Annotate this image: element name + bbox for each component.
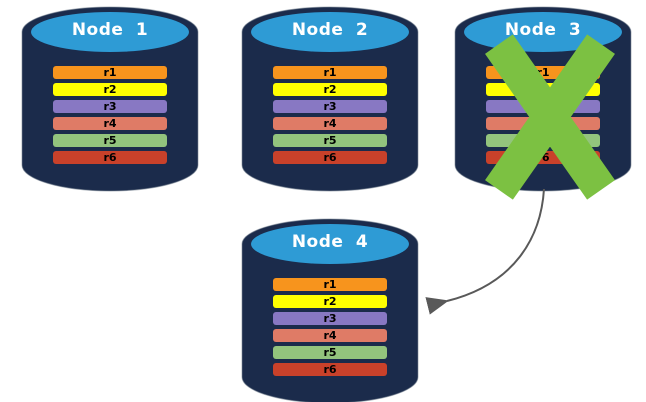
replica-row-r3: r3 (273, 100, 387, 113)
arrow-curve (425, 188, 545, 315)
node-1: Node 1 r1 r2 r3 r4 r5 r6 (21, 6, 199, 192)
node-title: Node 2 (291, 20, 369, 40)
replica-row-r5: r5 (273, 134, 387, 147)
replica-row-r1: r1 (273, 66, 387, 79)
cylinder-top (251, 224, 409, 264)
replica-row-r1: r1 (486, 66, 600, 79)
replica-row-r4: r4 (53, 117, 167, 130)
replica-row-r6: r6 (53, 151, 167, 164)
cylinder-top (251, 12, 409, 52)
node-3: Node 3 r1 r2 r3 r4 r5 r6 (454, 6, 632, 192)
replica-row-r5: r5 (273, 346, 387, 359)
replica-row-r6: r6 (273, 363, 387, 376)
replica-row-r6: r6 (273, 151, 387, 164)
replica-row-r4: r4 (486, 117, 600, 130)
node-2: Node 2 r1 r2 r3 r4 r5 r6 (241, 6, 419, 192)
cylinder-top (31, 12, 189, 52)
replica-rows: r1 r2 r3 r4 r5 r6 (273, 278, 387, 376)
replica-row-r2: r2 (273, 295, 387, 308)
replica-row-r3: r3 (53, 100, 167, 113)
replica-row-r1: r1 (273, 278, 387, 291)
replica-row-r2: r2 (53, 83, 167, 96)
replica-rows: r1 r2 r3 r4 r5 r6 (53, 66, 167, 164)
replica-row-r5: r5 (53, 134, 167, 147)
replica-row-r5: r5 (486, 134, 600, 147)
replica-row-r3: r3 (273, 312, 387, 325)
replica-row-r6: r6 (486, 151, 600, 164)
replica-row-r2: r2 (273, 83, 387, 96)
replica-row-r3: r3 (486, 100, 600, 113)
node-title: Node 4 (291, 232, 369, 252)
replica-row-r1: r1 (53, 66, 167, 79)
replica-row-r4: r4 (273, 117, 387, 130)
replica-rows: r1 r2 r3 r4 r5 r6 (486, 66, 600, 164)
node-4: Node 4 r1 r2 r3 r4 r5 r6 (241, 218, 419, 402)
replica-row-r2: r2 (486, 83, 600, 96)
node-title: Node 3 (504, 20, 582, 40)
replica-rows: r1 r2 r3 r4 r5 r6 (273, 66, 387, 164)
replica-row-r4: r4 (273, 329, 387, 342)
failover-arrow (425, 188, 545, 315)
node-title: Node 1 (71, 20, 149, 40)
